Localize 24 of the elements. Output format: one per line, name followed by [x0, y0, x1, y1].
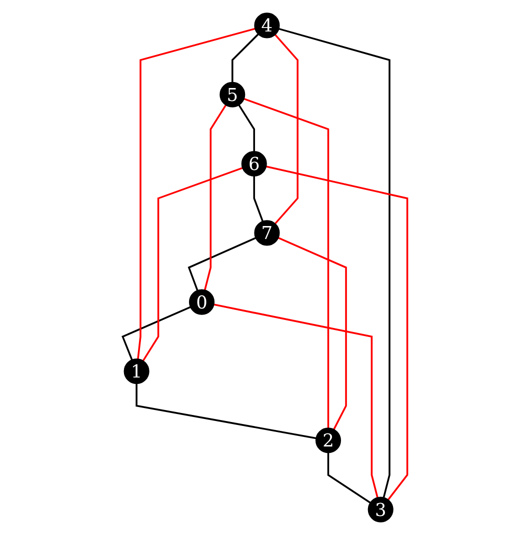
connector: [136, 384, 316, 440]
connector: [214, 304, 378, 498]
node-circle: 7: [254, 220, 280, 246]
connector: [142, 167, 243, 362]
node-circle: 5: [220, 82, 246, 108]
connector: [278, 28, 390, 498]
node-circle: 1: [124, 358, 150, 384]
connector: [204, 104, 227, 290]
connector: [244, 98, 330, 428]
connector: [137, 28, 256, 360]
connector: [278, 237, 347, 430]
node-circle: 6: [241, 151, 267, 177]
connector: [188, 237, 256, 291]
connector: [327, 452, 371, 504]
node-circle: 3: [368, 496, 394, 522]
connector: [274, 34, 298, 224]
node-circle: 4: [254, 12, 280, 38]
connector: [122, 306, 191, 360]
connector: [266, 166, 408, 500]
connector: [253, 176, 264, 222]
node-circle: 2: [315, 428, 342, 454]
connector: [238, 104, 256, 152]
node-circle: 0: [188, 289, 215, 315]
connector: [232, 34, 259, 82]
